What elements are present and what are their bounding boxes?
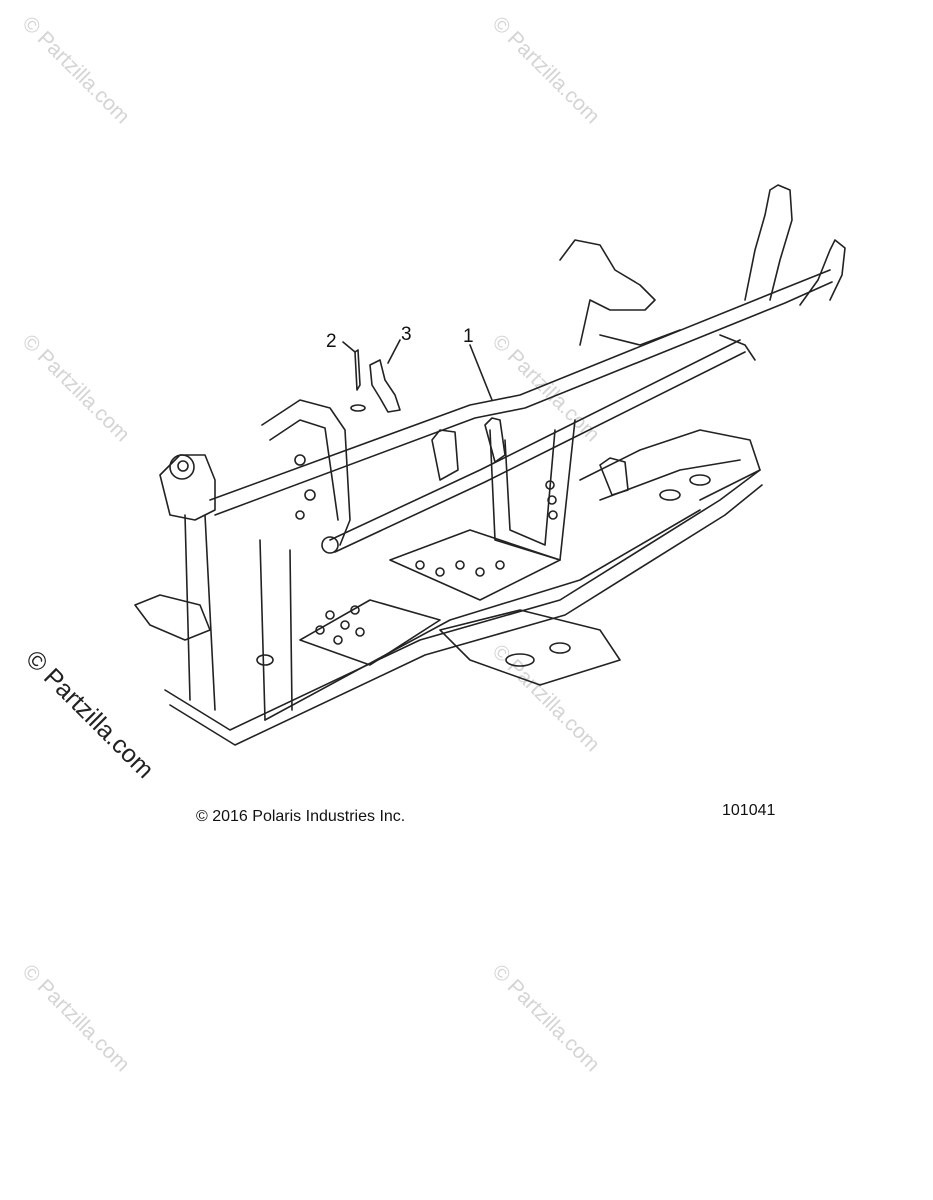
fastener-part-2 [354,349,361,391]
rear-hoop-2 [799,239,846,306]
center-post-2 [504,429,556,546]
leader-3 [387,339,401,364]
front-skid [134,594,211,641]
callout-3[interactable]: 3 [401,324,412,345]
callout-2[interactable]: 2 [326,331,337,352]
upper-rail-lower [329,339,741,541]
upper-rail-inner [214,281,833,516]
floor-pan-front [299,599,441,666]
floor-pan-side [439,609,621,686]
front-post-1 [184,514,191,701]
rear-lower [579,429,761,501]
diagram-id: 101041 [722,802,776,819]
front-post-3 [259,539,266,721]
bracket-part-3 [369,359,401,413]
front-post-2 [204,514,216,711]
lower-rail-2 [169,484,763,746]
front-post-4 [289,549,293,711]
leader-1 [469,344,493,401]
rear-hoop-1 [744,184,793,301]
seat-bracket-2 [484,417,506,463]
rear-cross-1 [599,329,681,346]
floor-pan-center [389,529,561,601]
rear-bracket-1 [559,239,656,346]
leader-2 [342,341,356,353]
upper-rail-lower-2 [334,351,746,553]
front-tower-inner [269,419,339,521]
upper-rail-outer [209,269,831,501]
copyright-text: © 2016 Polaris Industries Inc. [196,808,406,825]
front-tower [261,399,351,546]
lower-rail-1 [164,469,761,731]
seat-bracket-1 [431,429,459,481]
washer-part-2 [350,404,366,412]
callout-1[interactable]: 1 [463,326,474,347]
seat-bracket-3 [599,457,629,496]
rear-cross-2 [719,334,756,361]
lower-rail-3 [264,509,701,721]
rear-lower-2 [599,459,741,501]
